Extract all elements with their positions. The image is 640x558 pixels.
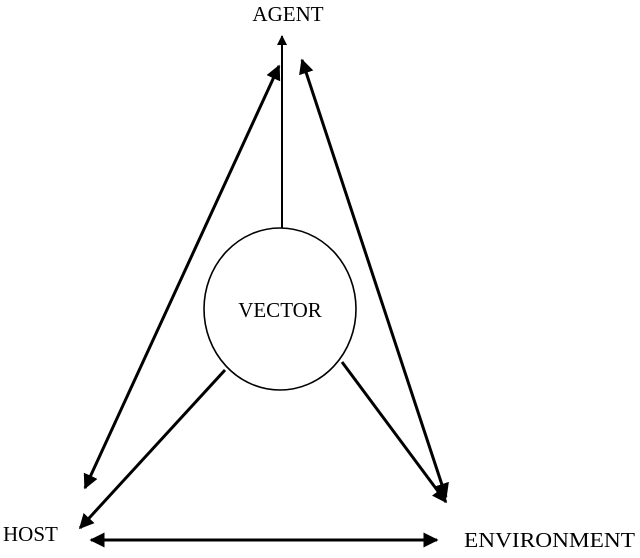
node-label-agent: AGENT bbox=[252, 2, 323, 26]
edge-host-agent bbox=[83, 64, 281, 490]
vector-node-circle bbox=[203, 227, 357, 391]
edge-environment-agent bbox=[299, 58, 449, 499]
node-label-vector: VECTOR bbox=[238, 298, 322, 322]
edge-vector-environment bbox=[340, 361, 448, 504]
edge-vector-host bbox=[78, 368, 227, 530]
node-label-host: HOST bbox=[3, 522, 58, 546]
node-label-environment: ENVIRONMENT bbox=[464, 528, 635, 552]
